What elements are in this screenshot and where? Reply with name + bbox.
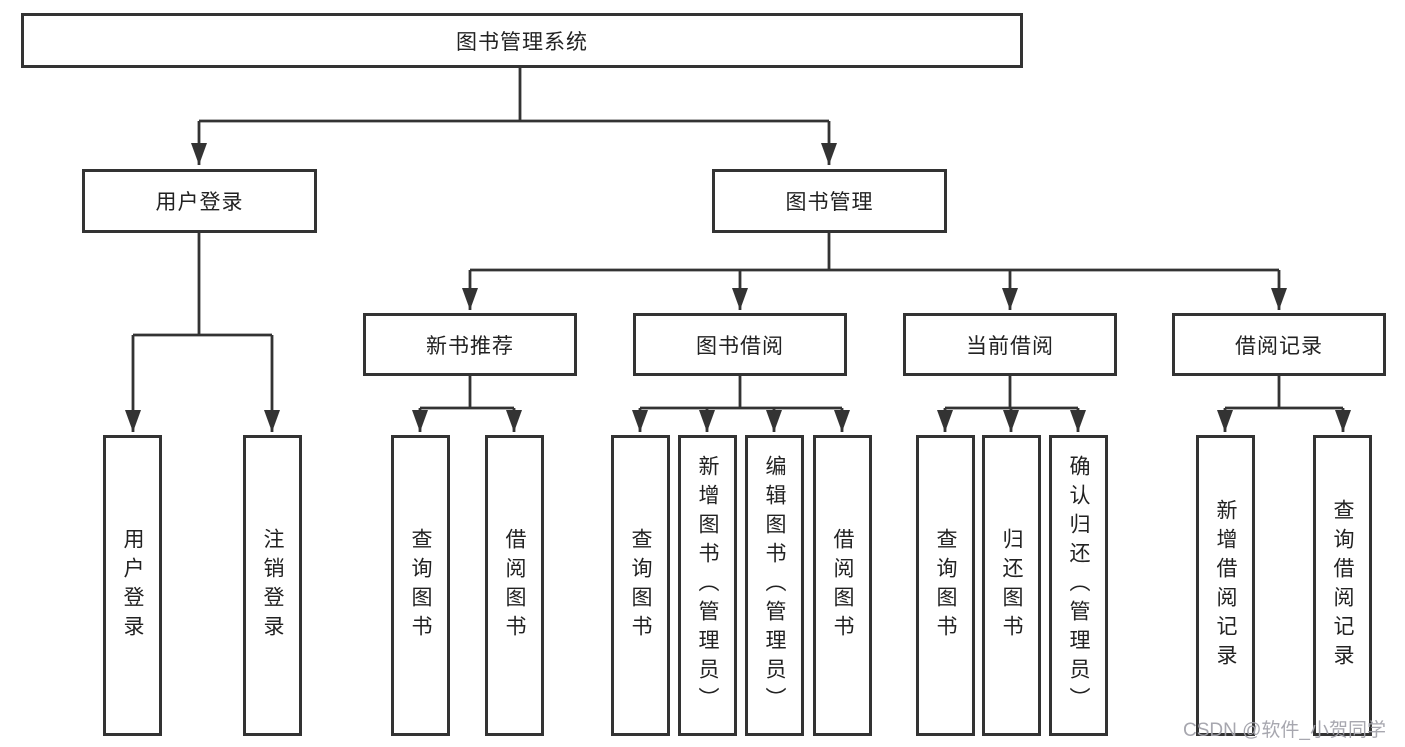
node-book-management-label: 图书管理 xyxy=(785,191,874,214)
node-leaf-query-books-recommend-label: 查询图书 xyxy=(409,527,432,644)
node-leaf-return-books: 归还图书 xyxy=(982,435,1041,736)
node-leaf-borrow-books-label: 借阅图书 xyxy=(831,527,854,644)
node-book-management: 图书管理 xyxy=(712,169,947,233)
node-leaf-logout-label: 注销登录 xyxy=(261,527,284,644)
node-new-book-recommend: 新书推荐 xyxy=(363,313,577,376)
node-leaf-query-borrow-record-label: 查询借阅记录 xyxy=(1331,498,1354,673)
node-leaf-edit-books-admin-label: 编辑图书（管理员） xyxy=(763,455,786,716)
node-leaf-add-books-admin: 新增图书（管理员） xyxy=(678,435,737,736)
node-leaf-borrow-books: 借阅图书 xyxy=(813,435,872,736)
node-leaf-borrow-books-recommend: 借阅图书 xyxy=(485,435,544,736)
node-leaf-query-borrow-record: 查询借阅记录 xyxy=(1313,435,1372,736)
node-library-system-label: 图书管理系统 xyxy=(456,30,588,54)
node-leaf-confirm-return-admin-label: 确认归还（管理员） xyxy=(1067,455,1090,716)
node-borrow-records: 借阅记录 xyxy=(1172,313,1386,376)
node-leaf-query-books-borrow-label: 查询图书 xyxy=(629,527,652,644)
node-leaf-borrow-books-recommend-label: 借阅图书 xyxy=(503,527,526,644)
node-user-login-label: 用户登录 xyxy=(155,191,244,214)
node-leaf-add-books-admin-label: 新增图书（管理员） xyxy=(696,455,719,716)
node-leaf-query-books-current-label: 查询图书 xyxy=(934,527,957,644)
node-leaf-add-borrow-record-label: 新增借阅记录 xyxy=(1214,498,1237,673)
node-user-login: 用户登录 xyxy=(82,169,317,233)
borrow-records-connectors xyxy=(1217,376,1351,432)
node-current-borrow: 当前借阅 xyxy=(903,313,1117,376)
book-borrow-connectors xyxy=(632,376,850,432)
node-leaf-query-books-borrow: 查询图书 xyxy=(611,435,670,736)
node-leaf-edit-books-admin: 编辑图书（管理员） xyxy=(745,435,804,736)
node-leaf-query-books-current: 查询图书 xyxy=(916,435,975,736)
node-leaf-logout: 注销登录 xyxy=(243,435,302,736)
root-connectors xyxy=(191,68,837,165)
node-leaf-add-borrow-record: 新增借阅记录 xyxy=(1196,435,1255,736)
new-book-recommend-connectors xyxy=(412,376,522,432)
node-leaf-confirm-return-admin: 确认归还（管理员） xyxy=(1049,435,1108,736)
node-leaf-query-books-recommend: 查询图书 xyxy=(391,435,450,736)
node-borrow-records-label: 借阅记录 xyxy=(1235,334,1323,358)
current-borrow-connectors xyxy=(937,376,1086,432)
csdn-watermark: CSDN @软件_小贺同学 xyxy=(1183,720,1386,741)
node-leaf-user-login: 用户登录 xyxy=(103,435,162,736)
node-library-system: 图书管理系统 xyxy=(21,13,1023,68)
user-login-connectors xyxy=(125,233,280,432)
node-current-borrow-label: 当前借阅 xyxy=(966,334,1054,358)
node-book-borrow-label: 图书借阅 xyxy=(696,334,784,358)
node-leaf-return-books-label: 归还图书 xyxy=(1000,527,1023,644)
node-book-borrow: 图书借阅 xyxy=(633,313,847,376)
node-new-book-recommend-label: 新书推荐 xyxy=(426,334,514,358)
node-leaf-user-login-label: 用户登录 xyxy=(121,527,144,644)
book-management-connectors xyxy=(462,233,1287,310)
